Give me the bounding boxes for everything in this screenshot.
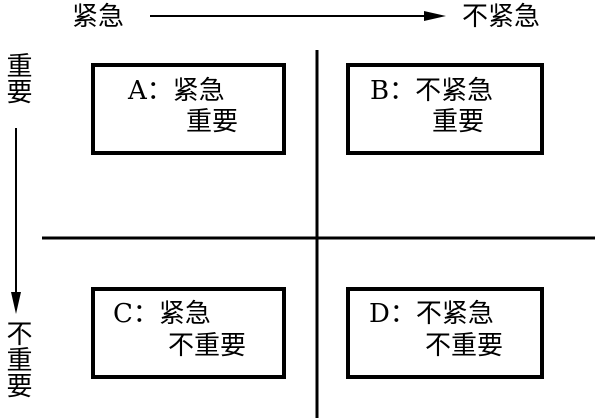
quadrant-a-letter: A： bbox=[128, 76, 173, 106]
axis-label-urgent: 紧急 bbox=[72, 2, 125, 32]
quadrant-b-box bbox=[346, 63, 544, 155]
quadrant-c-line2: 不重要 bbox=[168, 331, 247, 361]
quadrant-b-line1: 不紧急 bbox=[415, 76, 494, 106]
quadrant-d-box bbox=[346, 287, 544, 379]
quadrant-b-line2: 重要 bbox=[432, 107, 485, 137]
quadrant-a-line1: 紧急 bbox=[172, 76, 225, 106]
quadrant-c-box bbox=[91, 287, 286, 379]
axis-label-not-important: 不重要 bbox=[2, 320, 32, 398]
quadrant-b-letter: B： bbox=[370, 76, 416, 106]
axis-label-not-urgent: 不紧急 bbox=[462, 2, 541, 32]
importance-axis-arrowhead bbox=[11, 292, 21, 314]
quadrant-a-box bbox=[91, 63, 286, 155]
quadrant-a-line2: 重要 bbox=[186, 107, 239, 137]
quadrant-d-line1: 不紧急 bbox=[415, 299, 494, 329]
quadrant-a-text: A：紧急 bbox=[128, 76, 225, 107]
axis-label-important: 重要 bbox=[2, 52, 32, 104]
quadrant-b-text: B：不紧急 bbox=[370, 76, 493, 107]
urgency-axis-arrowhead bbox=[424, 11, 446, 21]
quadrant-c-letter: C： bbox=[113, 299, 159, 329]
quadrant-c-text: C：紧急 bbox=[113, 299, 211, 330]
quadrant-d-line2: 不重要 bbox=[425, 331, 504, 361]
quadrant-d-letter: D： bbox=[369, 299, 416, 329]
quadrant-c-line1: 紧急 bbox=[158, 299, 211, 329]
quadrant-d-text: D：不紧急 bbox=[369, 299, 494, 330]
